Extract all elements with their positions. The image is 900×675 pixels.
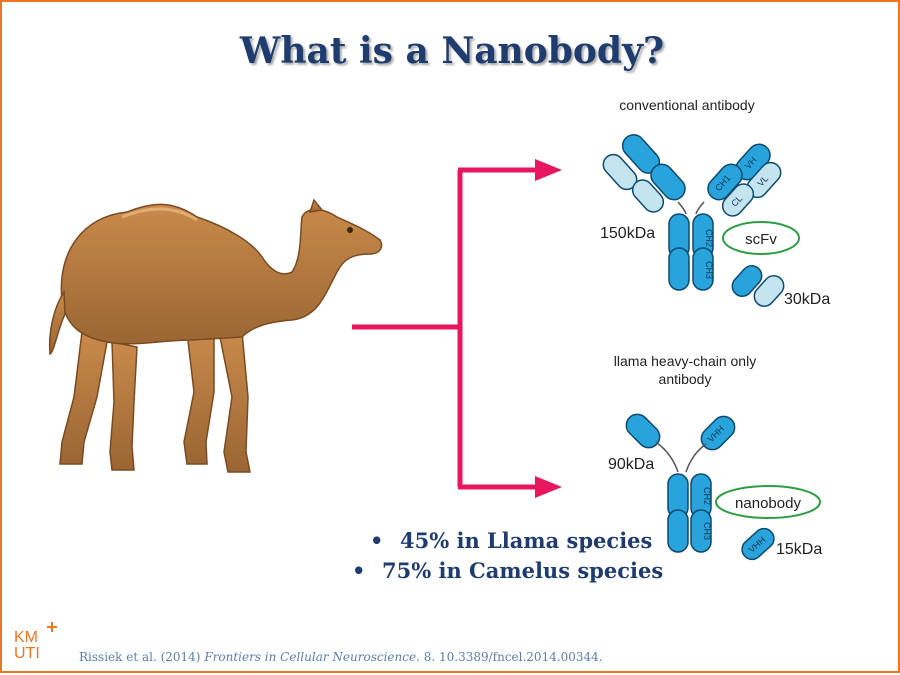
ch3-domain-a [668,247,690,291]
bullet-marker: • [370,528,384,553]
bullet-llama-text: 45% in Llama species [400,528,653,553]
vhh-domain-right [700,415,736,451]
citation-authors: Rissiek et al. (2014) [79,650,201,664]
arrow-head-top [535,159,562,181]
cl-domain-left [631,179,665,213]
ch3-label: CH3 [704,261,714,279]
scfv-mass-label: 30kDa [784,291,830,308]
species-bullets: • 45% in Llama species • 75% in Camelus sp… [352,528,663,588]
llama-mass-label: 90kDa [608,456,654,473]
nanobody-label: nanobody [735,495,801,512]
camel-illustration [48,198,383,473]
llama-antibody-heading-line1: llama heavy-chain only [614,353,756,369]
scfv-fragment [731,265,785,307]
cl-domain-right [721,183,755,217]
llama-ch3-label: CH3 [702,522,712,540]
ch1-domain-left [650,163,686,201]
nanobody-mass-label: 15kDa [776,541,822,558]
scfv-label: scFv [745,231,777,248]
logo-line2: UTI [14,645,40,662]
ch2-label: CH2 [704,229,714,247]
bullet-llama: • 45% in Llama species [352,528,663,558]
conventional-mass-label: 150kDa [600,225,655,242]
bullet-camelus-text: 75% in Camelus species [382,558,664,583]
citation-journal: Frontiers in Cellular Neuroscience. [204,650,420,664]
bullet-camelus: • 75% in Camelus species [352,558,663,588]
heavy-chain-antibody-drawing: VHH CH2 CH3 [625,413,736,553]
conventional-antibody-drawing: CH2 CH3 CH1 VH CL VL [602,134,782,291]
ch3-domain-b-llama [690,509,712,553]
conventional-antibody-heading: conventional antibody [619,97,754,113]
ch3-domain-a-llama [667,509,689,553]
citation-rest: 8. 10.3389/fncel.2014.00344. [423,650,603,664]
vhh-domain-left [625,413,661,449]
ch3-domain-b [692,247,714,291]
nanobody-fragment [741,527,775,561]
nanobody-oval [715,485,821,519]
arrow-head-bottom [535,476,562,498]
bullet-marker: • [352,558,366,583]
slide-title: What is a Nanobody? [239,30,665,72]
logo-line1: KM [14,629,38,646]
kmutt-logo: KM UTI [14,622,57,662]
scfv-oval [722,221,800,255]
split-arrows [352,167,537,490]
llama-ch2-label: CH2 [702,487,712,505]
llama-antibody-heading-line2: antibody [659,371,712,387]
citation: Rissiek et al. (2014) Frontiers in Cellu… [79,650,603,664]
